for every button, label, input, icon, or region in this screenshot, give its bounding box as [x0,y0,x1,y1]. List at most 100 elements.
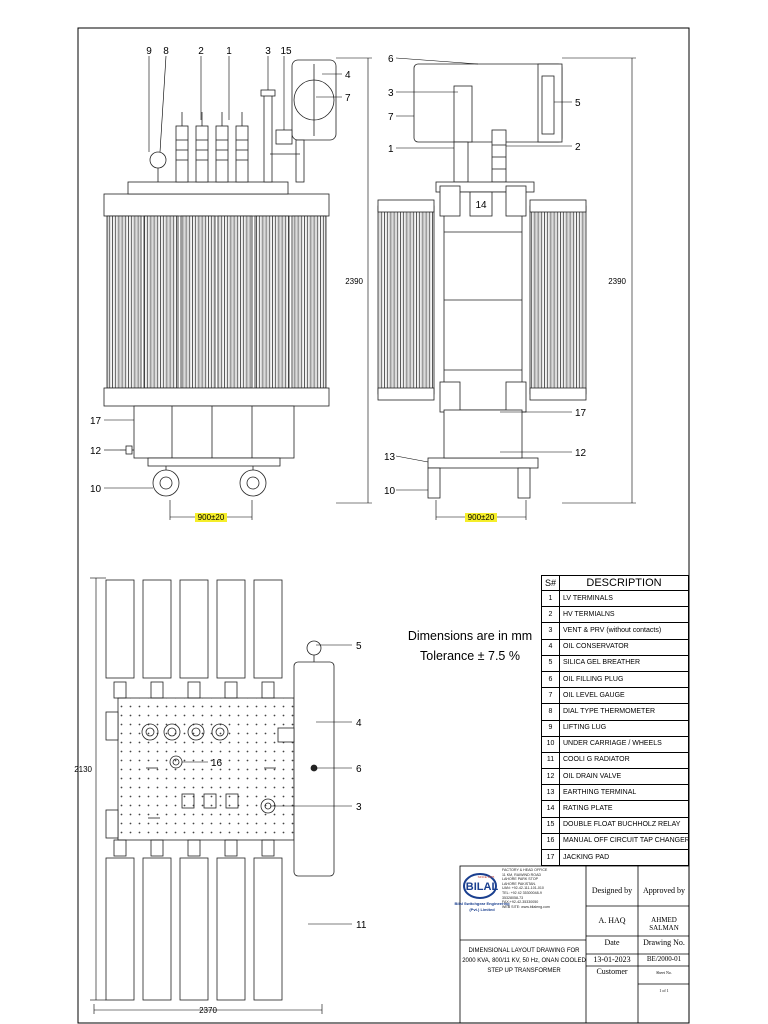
front-callout-12: 12 [90,446,102,457]
row-sn: 4 [541,638,560,656]
row-description: LIFTING LUG [559,719,689,737]
row-description: SILICA GEL BREATHER [559,654,689,672]
designed-by-label: Designed by [591,886,633,895]
row-description: OIL CONSERVATOR [559,638,689,656]
row-sn: 1 [541,589,560,608]
note-dimensions: Dimensions are in mm [407,629,533,643]
row-description: LV TERMINALS [559,589,689,608]
row-description: OIL LEVEL GAUGE [559,687,689,705]
row-description: OIL DRAIN VALVE [559,768,689,786]
front-callout-10: 10 [90,484,102,495]
address-line: 11 KM, RAIWIND ROAD [502,872,542,877]
row-sn: 16 [541,832,560,851]
header-description: DESCRIPTION [559,575,689,591]
front-callout-9: 9 [146,46,152,57]
title-line-3: STEP UP TRANSFORMER [487,968,561,974]
logo-text: BILAL [466,881,499,893]
row-description: MANUAL OFF CIRCUIT TAP CHANGER [559,832,689,851]
drawing-title: DIMENSIONAL LAYOUT DRAWING FOR 2000 KVA,… [462,946,586,976]
row-sn: 15 [541,816,560,834]
front-callout-1: 1 [226,46,232,57]
row-description: DIAL TYPE THERMOMETER [559,703,689,721]
address-line: UAN: +92-42-111-101-010 [502,886,544,891]
address-line: WEB SITE: www.bilaleng.com [502,904,550,909]
front-callout-7: 7 [345,93,351,104]
sheet-no-label: Sheet No. [656,970,672,975]
drawing-no-value: BE/2000-01 [646,955,682,963]
side-callout-2: 2 [575,142,581,153]
front-view [103,59,337,497]
row-sn: 13 [541,784,560,802]
row-sn: 12 [541,768,560,786]
address-line: 35328058-73 [502,895,524,900]
row-description: UNDER CARRIAGE / WHEELS [559,735,689,753]
header-sn: S# [541,575,560,591]
approved-by-value: AHMED SALMAN [649,916,679,932]
top-view-dimensions [90,577,323,1014]
row-sn: 3 [541,622,560,640]
top-width-dim: 2370 [199,1006,217,1015]
side-callout-13: 13 [384,452,396,463]
front-callout-17: 17 [90,416,102,427]
top-height-dim: 2130 [74,765,92,774]
row-description: EARTHING TERMINAL [559,784,689,802]
logo-since: SINCE 1975 [478,875,495,879]
row-sn: 2 [541,606,560,624]
sheet-border [77,27,690,1024]
approved-by-label: Approved by [643,886,685,895]
row-sn: 17 [541,848,560,867]
row-description: HV TERMIALNS [559,606,689,624]
address-line: LAHORE PAKISTAN. [502,881,537,886]
company-name: Bilal Switchgear Engineering [454,901,510,906]
table-header: S# DESCRIPTION [541,575,689,591]
row-description: OIL FILLING PLUG [559,670,689,689]
top-callout-6: 6 [356,764,362,775]
date-value: 13-01-2023 [593,955,631,964]
top-callout-16: 16 [211,758,223,769]
front-callout-4: 4 [345,70,351,81]
row-sn: 10 [541,735,560,753]
drawing-no-label: Drawing No. [643,938,685,947]
address-line: TEL: +92 42 35300048-9 [502,890,542,895]
side-callout-5: 5 [575,98,581,109]
row-sn: 8 [541,703,560,721]
top-callout-3: 3 [356,802,362,813]
row-sn: 9 [541,719,560,737]
company-sub: (Pvt.) Limited [469,907,495,912]
company-logo: BILAL SINCE 1975 Bilal Switchgear Engine… [454,873,510,912]
top-callout-5: 5 [356,641,362,652]
top-callout-11: 11 [356,920,367,931]
row-description: COOLI G RADIATOR [559,751,689,770]
row-sn: 7 [541,687,560,705]
row-description: RATING PLATE [559,800,689,818]
designed-by-value: A. HAQ [598,916,626,925]
front-width-highlight [195,513,227,522]
note-tolerance: Tolerance ± 7.5 % [420,649,520,663]
side-callout-3: 3 [388,88,394,99]
front-callout-8: 8 [163,46,169,57]
side-plate-label: 14 [475,200,487,211]
side-callout-1: 1 [388,144,394,155]
side-height-dim: 2390 [608,277,626,286]
front-width-dim: 900±20 [198,513,225,522]
title-line-2: 2000 KVA, 800/11 KV, 50 Hz, ONAN COOLED [462,958,586,964]
front-callout-2: 2 [198,46,204,57]
address-line: LAHORE PARK STOP [502,877,539,882]
side-callout-17: 17 [575,408,587,419]
row-description: VENT & PRV (without contacts) [559,622,689,640]
title-line-1: DIMENSIONAL LAYOUT DRAWING FOR [468,948,580,954]
side-callout-12: 12 [575,448,587,459]
row-description: DOUBLE FLOAT BUCHHOLZ RELAY [559,816,689,834]
